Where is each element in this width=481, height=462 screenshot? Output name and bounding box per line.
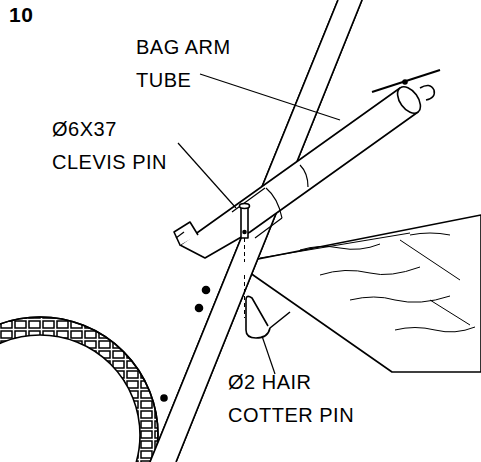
clevis-pin <box>240 204 250 263</box>
bag-texture <box>260 233 475 332</box>
hair-cotter-pin <box>245 275 291 338</box>
wheel <box>0 317 158 462</box>
leader-line <box>178 74 340 374</box>
bag-arm-tube <box>174 70 440 258</box>
part-label: Ø2 HAIR COTTER PIN <box>228 366 370 432</box>
part-label: BAG ARM TUBE <box>136 31 244 97</box>
step-number: 10 <box>9 3 49 27</box>
grass-bag <box>243 215 481 372</box>
part-label: Ø6X37 CLEVIS PIN <box>52 113 180 179</box>
